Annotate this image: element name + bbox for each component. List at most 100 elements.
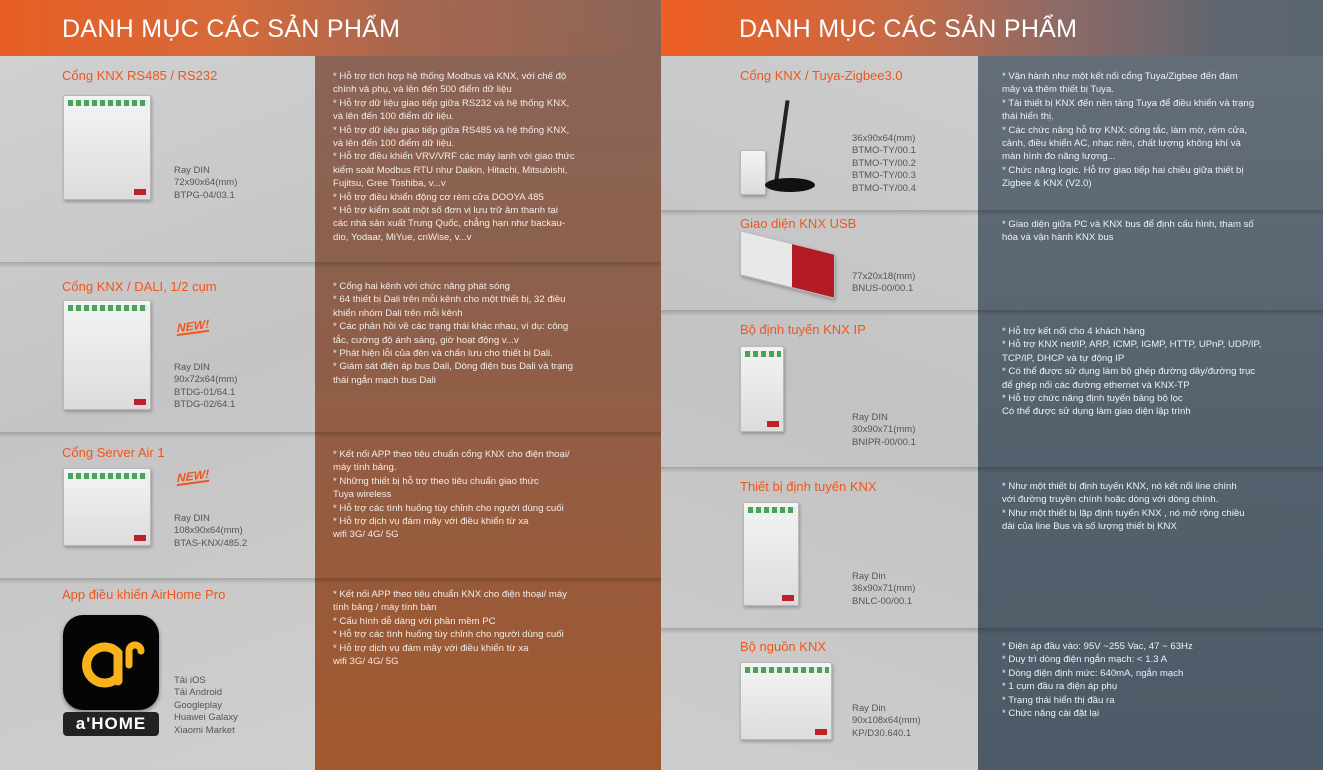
product-title: Thiết bị định tuyến KNX (740, 479, 877, 494)
right-page-header (661, 0, 1323, 56)
product-spec: BTDG-02/64.1 (174, 399, 236, 411)
description-line: dài của line Bus và số lượng thiết bị KN… (1002, 521, 1177, 533)
product-spec: BTDG-01/64.1 (174, 386, 236, 398)
product-spec: 77x20x18(mm) (852, 271, 916, 282)
product-image (740, 150, 766, 195)
right-page-title: DANH MỤC CÁC SẢN PHẨM (739, 15, 1078, 43)
product-spec: Ray Din (852, 703, 886, 714)
description-line: * Hỗ trợ tích hợp hệ thống Modbus và KNX… (333, 71, 567, 82)
product-spec: Ray DIN (852, 412, 888, 423)
product-spec: BTMO-TY/00.3 (852, 170, 916, 182)
product-title: Bộ nguồn KNX (740, 639, 827, 654)
product-spec: BNLC-00/00.1 (852, 595, 913, 607)
description-line: với đường truyền chính hoặc dòng với dòn… (1002, 494, 1219, 506)
left-page-description-column (315, 0, 661, 770)
description-line: * Hỗ trợ dữ liệu giao tiếp giữa RS485 và… (333, 124, 570, 136)
product-spec: Ray DIN (174, 165, 210, 176)
product-description: * Vận hành như một kết nối cổng Tuya/Zig… (1002, 70, 1254, 191)
description-line: * 64 thiết bị Dali trên mỗi kênh cho một… (333, 294, 566, 306)
product-spec: 90x108x64(mm) (852, 715, 921, 727)
product-spec: Xiaomi Market (174, 724, 235, 736)
description-line: máy tính bảng. (333, 462, 397, 474)
description-line: chính và phụ, và lên đến 500 điểm dữ liệ… (333, 84, 512, 96)
product-spec: Huawei Galaxy (174, 712, 238, 724)
product-spec: BTMO-TY/00.4 (852, 182, 916, 194)
antenna-base-icon (765, 178, 815, 192)
description-line: tính bảng / máy tính bàn (333, 602, 437, 614)
description-line: * Vận hành như một kết nối cổng Tuya/Zig… (1002, 71, 1238, 82)
product-description: * Như một thiết bị định tuyến KNX, nó kế… (1002, 480, 1245, 534)
description-line: * Hỗ trợ các tình huống tùy chỉnh cho ng… (333, 629, 564, 641)
description-line: * Các chức năng hỗ trợ KNX: công tắc, là… (1002, 124, 1248, 136)
product-description: * Kết nối APP theo tiêu chuẩn KNX cho đi… (333, 588, 567, 668)
product-description: * Hỗ trợ kết nối cho 4 khách hàng * Hỗ tr… (1002, 325, 1261, 419)
description-line: * Những thiết bị hỗ trợ theo tiêu chuẩn … (333, 475, 539, 487)
description-line: * Trạng thái hiển thị đầu ra (1002, 694, 1115, 706)
product-spec: BNIPR-00/00.1 (852, 436, 916, 448)
product-title: Cổng Server Air 1 (62, 445, 165, 460)
description-line: hóa và vận hành KNX bus (1002, 232, 1114, 244)
description-line: tắc, cường độ ánh sáng, giờ hoạt động v.… (333, 334, 519, 346)
product-spec: 90x72x64(mm) (174, 374, 238, 386)
product-image (63, 300, 151, 410)
product-spec: 108x90x64(mm) (174, 525, 243, 537)
description-line: * Chức năng logic. Hỗ trợ giao tiếp hai … (1002, 164, 1244, 176)
section-divider (0, 262, 661, 268)
description-line: * Dòng điện định mức: 640mA, ngắn mạch (1002, 667, 1184, 679)
product-spec: Tải Android (174, 687, 223, 699)
product-description: * Điện áp đầu vào: 95V ~255 Vac, 47 ~ 63… (1002, 640, 1193, 720)
product-spec: KP/D30.640.1 (852, 727, 912, 739)
description-line: * Như một thiết bị định tuyến KNX, nó kế… (1002, 481, 1237, 492)
description-line: TCP/IP, DHCP và tự động IP (1002, 352, 1125, 364)
description-line: * Hỗ trợ kết nối cho 4 khách hàng (1002, 326, 1145, 337)
left-page-header (0, 0, 661, 56)
product-title: Bộ định tuyến KNX IP (740, 322, 866, 337)
description-line: * Hỗ trợ KNX net/IP, ARP, ICMP, IGMP, HT… (1002, 339, 1262, 351)
product-spec: 36x90x71(mm) (852, 583, 916, 595)
left-page-title: DANH MỤC CÁC SẢN PHẨM (62, 15, 401, 43)
section-divider (661, 628, 1323, 634)
product-spec: 72x90x64(mm) (174, 177, 238, 189)
airhome-logo-icon (82, 641, 145, 688)
product-description: * Cổng hai kênh với chức năng phát sóng*… (333, 280, 573, 387)
description-line: Có thể được sử dụng làm giao diện lập tr… (1002, 406, 1191, 418)
description-line: mây và thêm thiết bị Tuya. (1002, 84, 1114, 96)
product-spec: Googleplay (174, 699, 223, 711)
description-line: * Như một thiết bị lặp định tuyến KNX , … (1002, 507, 1245, 519)
product-image (63, 468, 151, 546)
description-line: * Có thể được sử dụng làm bộ ghép đường … (1002, 366, 1256, 378)
description-line: * Hỗ trợ điều khiển VRV/VRF các máy lạnh… (333, 151, 575, 163)
product-description: * Giao diện giữa PC và KNX bus để định c… (1002, 218, 1254, 245)
description-line: cảnh, điều khiển AC, nhạc nền, chất lượn… (1002, 138, 1241, 150)
product-spec: Tải iOS (174, 675, 206, 686)
right-page-product-column (661, 0, 978, 770)
description-line: màn hình đo năng lượng... (1002, 151, 1116, 163)
product-spec: Ray Din (852, 571, 886, 582)
description-line: * Hỗ trợ dữ liệu giao tiếp giữa RS232 và… (333, 97, 570, 109)
description-line: * Tải thiết bị KNX đến nền tảng Tuya để … (1002, 97, 1255, 109)
airhome-wordmark: a'HOME (63, 712, 159, 736)
description-line: * Giao diện giữa PC và KNX bus để định c… (1002, 219, 1254, 230)
product-spec: BNUS-00/00.1 (852, 283, 914, 295)
section-divider (661, 467, 1323, 473)
description-line: * Kết nối APP theo tiêu chuẩn cổng KNX c… (333, 449, 570, 460)
description-line: * Hỗ trợ kiểm soát một số đơn vị lưu trữ… (333, 205, 558, 217)
product-image (63, 95, 151, 200)
description-line: Zigbee & KNX (V2.0) (1002, 178, 1092, 190)
description-line: và lên đến 100 điểm dữ liệu. (333, 138, 455, 150)
description-line: * Kết nối APP theo tiêu chuẩn KNX cho đi… (333, 589, 567, 600)
description-line: và lên đến 100 điểm dữ liệu. (333, 111, 455, 123)
description-line: khiển nhóm Dali trên mỗi kênh (333, 307, 463, 319)
product-spec: BTPG-04/03.1 (174, 189, 235, 201)
product-spec: Ray DIN (174, 362, 210, 373)
product-description: * Hỗ trợ tích hợp hệ thống Modbus và KNX… (333, 70, 575, 244)
product-image (740, 662, 832, 740)
description-line: Fujitsu, Gree Toshiba, v...v (333, 178, 446, 190)
product-image (740, 346, 784, 432)
description-line: * Hỗ trợ điều khiển động cơ rèm cửa DOOY… (333, 191, 544, 203)
description-line: * Giám sát điện áp bus Dali, Dòng điện b… (333, 361, 573, 373)
description-line: các nhà sản xuất Trung Quốc, chẳng hạn n… (333, 218, 566, 230)
description-line: * Chức năng cài đặt lại (1002, 708, 1100, 720)
description-line: * Phát hiện lỗi của đèn và chấn lưu cho … (333, 348, 553, 360)
product-title: App điều khiển AirHome Pro (62, 587, 226, 602)
